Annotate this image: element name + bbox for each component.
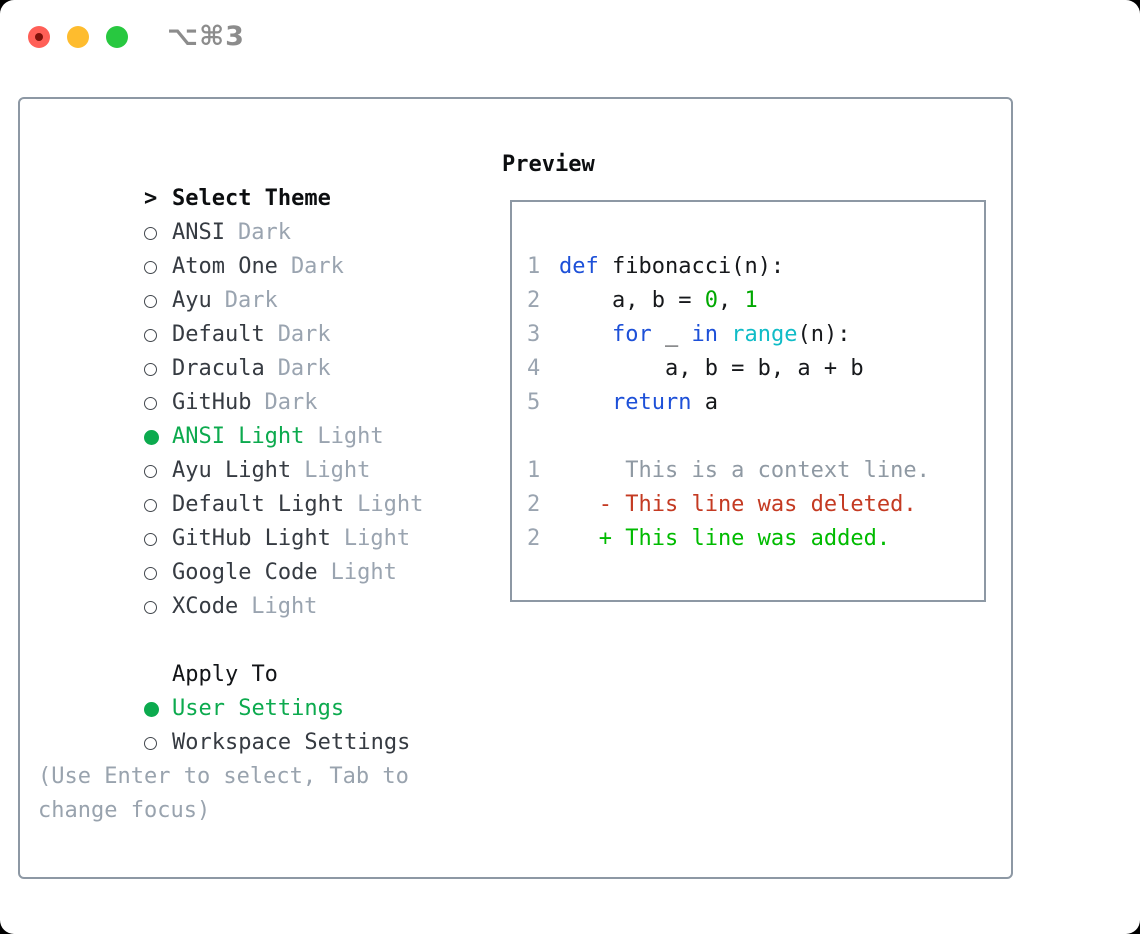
code-line: 3 for _ in range(n): <box>527 318 984 352</box>
line-number: 2 <box>527 492 541 517</box>
code-line: 2 a, b = 0, 1 <box>527 284 984 318</box>
section-title: Apply To <box>171 662 278 687</box>
section-title: Select Theme <box>171 186 331 211</box>
minimize-window-button[interactable] <box>67 26 89 48</box>
diff-added-line: 2 + This line was added. <box>527 522 984 556</box>
diff-deleted-line: 2 - This line was deleted. <box>527 488 984 522</box>
keyboard-hint: (Use Enter to select, Tab to change focu… <box>38 764 409 823</box>
line-number: 2 <box>527 526 541 551</box>
line-number: 4 <box>527 356 541 381</box>
diff-text: This is a context line. <box>559 458 930 483</box>
preview-title: Preview <box>502 152 595 177</box>
window-shortcut-label: ⌥⌘3 <box>167 21 245 52</box>
code-text: def fibonacci(n): <box>559 254 785 279</box>
diff-text: + This line was added. <box>559 526 891 551</box>
blank-line <box>527 420 984 454</box>
radio-icon <box>143 737 157 750</box>
radio-icon <box>143 261 157 274</box>
radio-icon <box>143 295 157 308</box>
line-number: 1 <box>527 254 541 279</box>
radio-icon <box>143 363 157 376</box>
radio-icon <box>143 601 157 614</box>
preview-column: Preview 1 def fibonacci(n): 2 a, b = 0, 1… <box>502 148 986 602</box>
code-text: a, b = 0, 1 <box>559 288 758 313</box>
diff-text: - This line was deleted. <box>559 492 917 517</box>
radio-icon <box>143 329 157 342</box>
select-theme-header: > Select Theme <box>38 148 468 211</box>
radio-icon <box>143 465 157 478</box>
line-number: 1 <box>527 458 541 483</box>
code-line: 4 a, b = b, a + b <box>527 352 984 386</box>
radio-icon <box>143 227 157 240</box>
radio-icon <box>143 499 157 512</box>
preview-box: 1 def fibonacci(n): 2 a, b = 0, 1 3 for _… <box>510 200 986 602</box>
close-focus-dot-icon <box>35 33 43 41</box>
apply-to-header: Apply To <box>38 624 468 687</box>
code-line: 1 def fibonacci(n): <box>527 250 984 284</box>
code-text: for _ in range(n): <box>611 322 851 347</box>
code-text: a, b = b, a + b <box>559 356 864 381</box>
radio-selected-icon <box>143 702 159 717</box>
apply-option-user-settings[interactable]: User Settings <box>38 658 468 721</box>
line-number: 3 <box>527 322 541 347</box>
line-number: 2 <box>527 288 541 313</box>
apply-option-workspace-settings[interactable]: Workspace Settings <box>38 692 468 755</box>
diff-context-line: 1 This is a context line. <box>527 454 984 488</box>
prompt-icon: > <box>143 186 158 211</box>
code-text: return a <box>611 390 718 415</box>
close-window-button[interactable] <box>28 26 50 48</box>
radio-icon <box>143 533 157 546</box>
maximize-window-button[interactable] <box>106 26 128 48</box>
code-line: 5 return a <box>527 386 984 420</box>
radio-selected-icon <box>143 430 159 445</box>
radio-icon <box>143 397 157 410</box>
radio-icon <box>143 567 157 580</box>
titlebar: ⌥⌘3 <box>0 0 1140 74</box>
line-number: 5 <box>527 390 541 415</box>
